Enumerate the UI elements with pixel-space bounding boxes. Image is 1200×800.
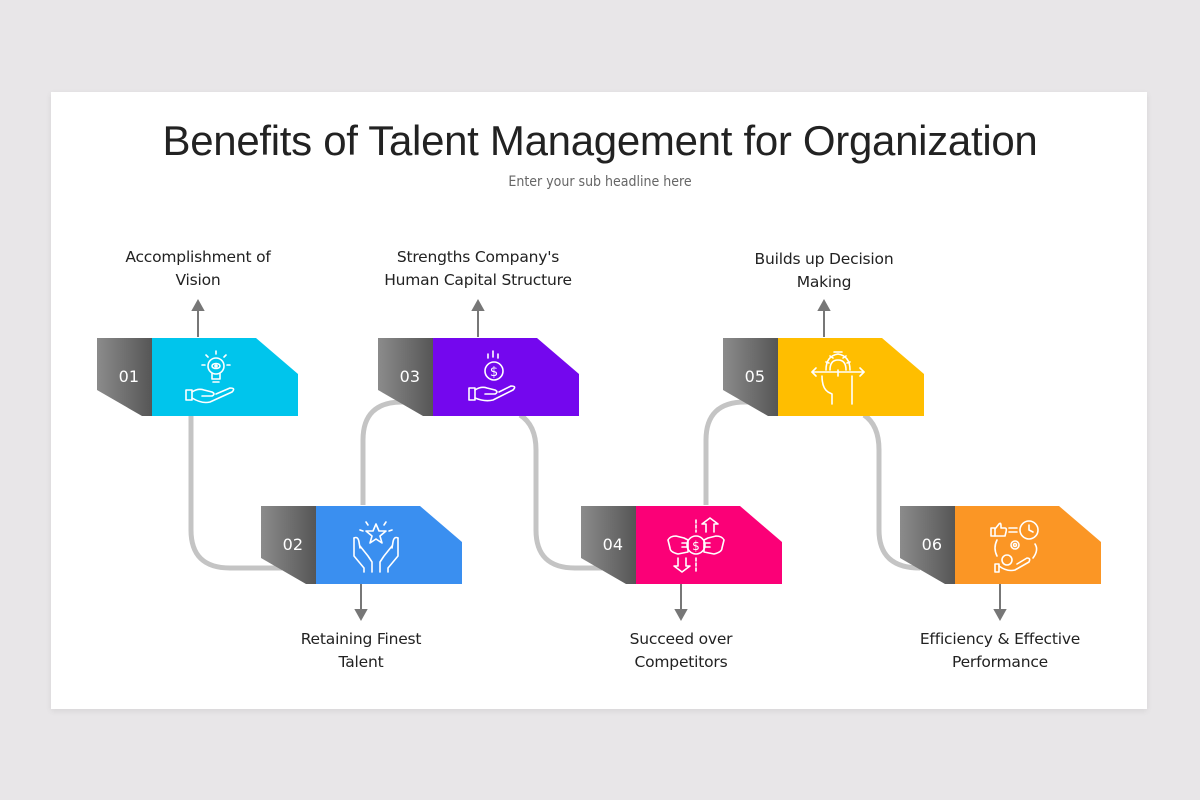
step-number: 04 <box>602 535 623 554</box>
step-number-tab: 02 <box>261 506 317 584</box>
step-card: $ <box>636 506 782 584</box>
step-02-label: Retaining Finest Talent <box>241 628 481 674</box>
step-card <box>316 506 462 584</box>
hand-dollar-coin-icon: $ <box>468 350 516 402</box>
label-line: Human Capital Structure <box>384 271 572 289</box>
step-05-block: 05 <box>723 338 924 416</box>
step-04-block: 04 $ <box>581 506 782 584</box>
slide-subtitle: Enter your sub headline here <box>508 174 692 190</box>
step-number: 02 <box>282 535 303 554</box>
hands-star-icon <box>353 521 399 573</box>
label-line: Competitors <box>634 653 728 671</box>
label-line: Efficiency & Effective <box>919 630 1081 648</box>
step-card: $ <box>433 338 579 416</box>
label-line: Accomplishment of <box>125 248 271 266</box>
label-line: Performance <box>951 653 1049 671</box>
label-line: Making <box>796 273 852 291</box>
step-card <box>778 338 924 416</box>
step-number-tab: 01 <box>97 338 153 416</box>
slide-title: Benefits of Talent Management for Organi… <box>162 117 1038 164</box>
step-card <box>152 338 298 416</box>
step-05-label: Builds up Decision Making <box>704 248 944 294</box>
step-number: 03 <box>399 367 420 386</box>
step-number-tab: 04 <box>581 506 637 584</box>
step-01-label: Accomplishment of Vision <box>78 246 318 292</box>
step-02-block: 02 <box>261 506 462 584</box>
head-gear-arrows-icon <box>811 351 865 405</box>
thumbsup-clock-gear-hand-icon <box>990 520 1039 573</box>
step-number-tab: 03 <box>378 338 434 416</box>
step-number: 01 <box>118 367 139 386</box>
label-line: Retaining Finest <box>300 630 422 648</box>
svg-text:$: $ <box>692 539 700 553</box>
step-number-tab: 06 <box>900 506 956 584</box>
label-line: Succeed over <box>629 630 733 648</box>
step-card <box>955 506 1101 584</box>
step-06-block: 06 <box>900 506 1101 584</box>
fists-dollar-arrows-icon: $ <box>667 517 725 573</box>
step-04-label: Succeed over Competitors <box>561 628 801 674</box>
step-03-block: 03 $ <box>378 338 579 416</box>
step-06-label: Efficiency & Effective Performance <box>880 628 1120 674</box>
step-number: 05 <box>744 367 765 386</box>
label-line: Strengths Company's <box>396 248 560 266</box>
step-number: 06 <box>921 535 942 554</box>
label-line: Talent <box>338 653 384 671</box>
step-03-label: Strengths Company's Human Capital Struct… <box>358 246 598 292</box>
label-line: Vision <box>175 271 221 289</box>
step-01-block: 01 <box>97 338 298 416</box>
label-line: Builds up Decision <box>754 250 894 268</box>
hand-lightbulb-eye-icon <box>185 350 235 404</box>
svg-text:$: $ <box>490 365 498 380</box>
step-number-tab: 05 <box>723 338 779 416</box>
